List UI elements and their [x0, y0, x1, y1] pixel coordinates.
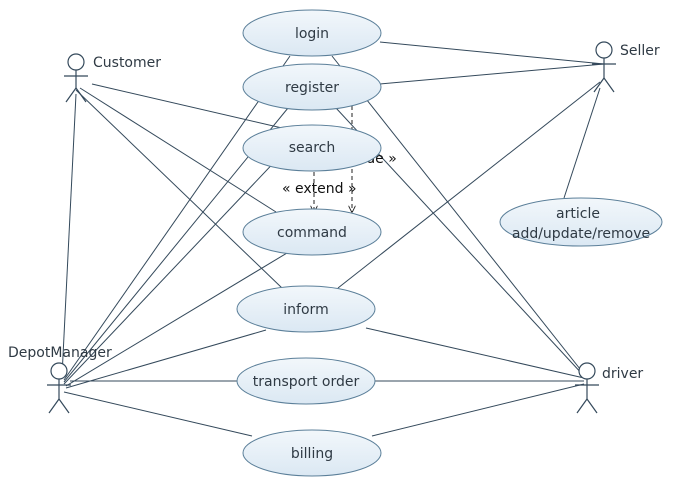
assoc-driver-login	[331, 55, 585, 375]
assoc-customer-inform	[75, 89, 283, 289]
actor-driver-label: driver	[602, 366, 643, 382]
assoc-depot-command	[65, 249, 293, 387]
assoc-customer-command	[79, 87, 277, 213]
use-case-search[interactable]: search	[242, 124, 382, 172]
use-case-article-label-line1: article	[556, 206, 600, 222]
use-case-inform-label: inform	[283, 302, 328, 318]
use-case-command-label: command	[277, 225, 347, 241]
actor-seller-label: Seller	[620, 43, 660, 59]
use-case-article-label-line2: add/update/remove	[512, 226, 650, 242]
assoc-seller-inform	[337, 81, 601, 289]
associations	[61, 41, 605, 437]
actor-customer[interactable]: Customer	[64, 53, 161, 103]
actor-driver[interactable]: driver	[575, 362, 643, 414]
extend-label: « extend »	[282, 181, 357, 197]
use-case-transport-order[interactable]: transport order	[236, 357, 376, 405]
assoc-depot-billing	[63, 391, 253, 437]
assoc-driver-inform	[365, 327, 585, 379]
assoc-depot-inform	[65, 329, 267, 389]
assoc-customer-depotmanager	[61, 93, 77, 377]
use-case-billing[interactable]: billing	[242, 429, 382, 477]
assoc-seller-login	[379, 41, 605, 65]
assoc-seller-article	[563, 87, 601, 199]
assoc-seller-register	[379, 63, 605, 85]
use-case-command[interactable]: command	[242, 208, 382, 256]
assoc-depot-login	[63, 55, 291, 381]
assoc-driver-billing	[371, 383, 585, 437]
use-case-search-label: search	[289, 140, 336, 156]
use-case-transport-order-label: transport order	[253, 374, 360, 390]
actor-depot-manager[interactable]: DepotManager	[8, 345, 112, 414]
actor-seller[interactable]: Seller	[592, 41, 660, 93]
assoc-depot-search	[63, 153, 283, 385]
actor-customer-label: Customer	[93, 55, 161, 71]
use-case-login[interactable]: login	[242, 9, 382, 57]
use-case-article[interactable]: article add/update/remove	[499, 197, 663, 247]
use-case-billing-label: billing	[291, 446, 333, 462]
actor-depot-manager-label: DepotManager	[8, 345, 112, 361]
assoc-customer-search	[91, 83, 283, 129]
use-case-register[interactable]: register	[242, 63, 382, 111]
use-case-inform[interactable]: inform	[236, 285, 376, 333]
use-case-login-label: login	[295, 26, 329, 42]
use-case-register-label: register	[285, 80, 339, 96]
